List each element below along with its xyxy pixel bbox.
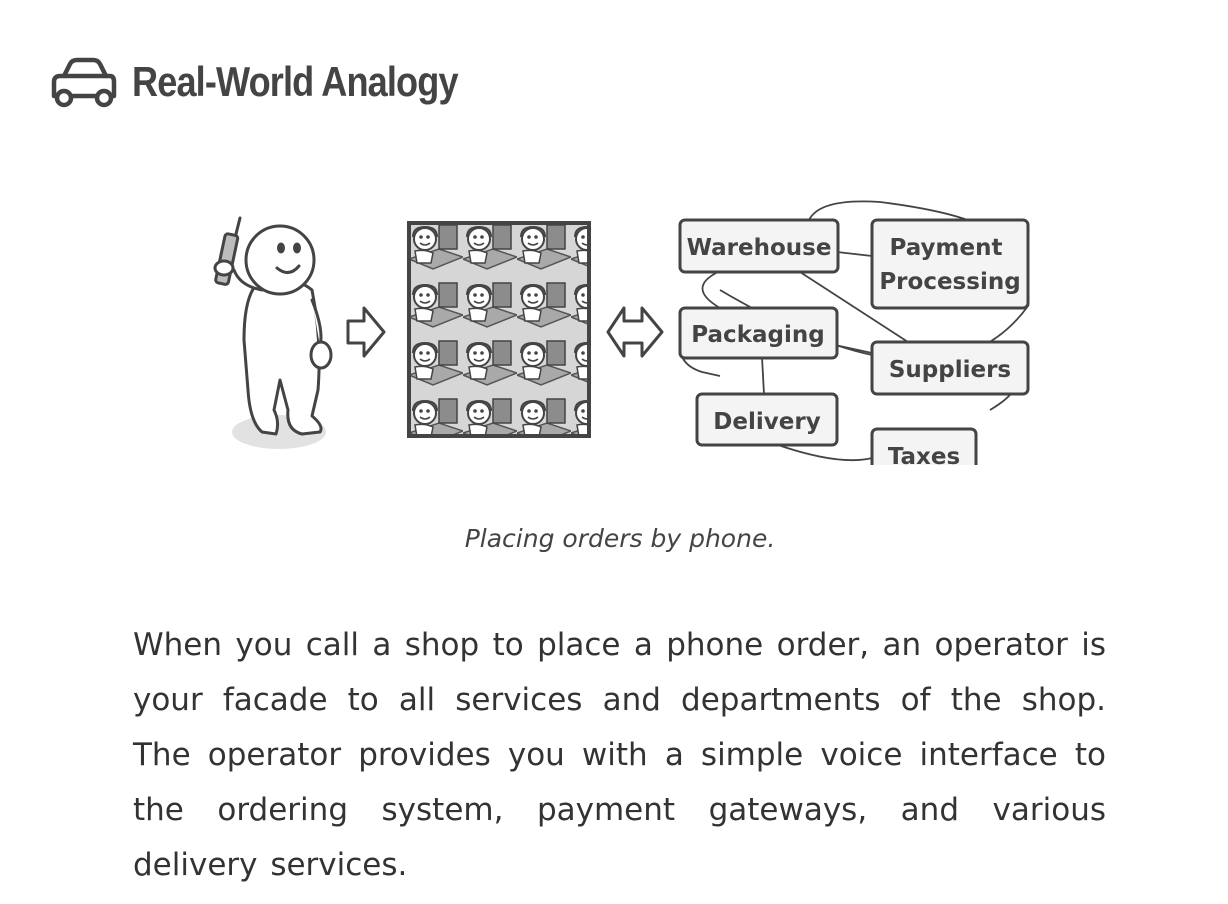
arrow-right-icon xyxy=(346,306,386,358)
figure-caption: Placing orders by phone. xyxy=(464,524,776,553)
dept-taxes: Taxes xyxy=(888,444,960,465)
dept-payment-processing: Payment Processing xyxy=(879,235,1020,295)
dept-warehouse: Warehouse xyxy=(687,235,832,261)
body-paragraph: When you call a shop to place a phone or… xyxy=(133,627,1106,883)
section-heading: Real-World Analogy xyxy=(48,54,511,110)
dept-delivery: Delivery xyxy=(713,409,820,435)
call-center-operators-icon xyxy=(407,221,591,438)
car-icon xyxy=(51,57,117,108)
section-title: Real-World Analogy xyxy=(132,58,459,105)
dept-packaging: Packaging xyxy=(691,322,824,348)
double-arrow-icon xyxy=(606,306,664,358)
dept-suppliers: Suppliers xyxy=(889,357,1011,383)
facade-illustration: Warehouse Payment Processing Packaging S… xyxy=(200,190,1040,465)
phone-caller-icon xyxy=(213,216,333,449)
dept-payment-processing-text: Payment xyxy=(890,235,1003,261)
dept-payment-processing-line2: Processing xyxy=(879,269,1020,295)
